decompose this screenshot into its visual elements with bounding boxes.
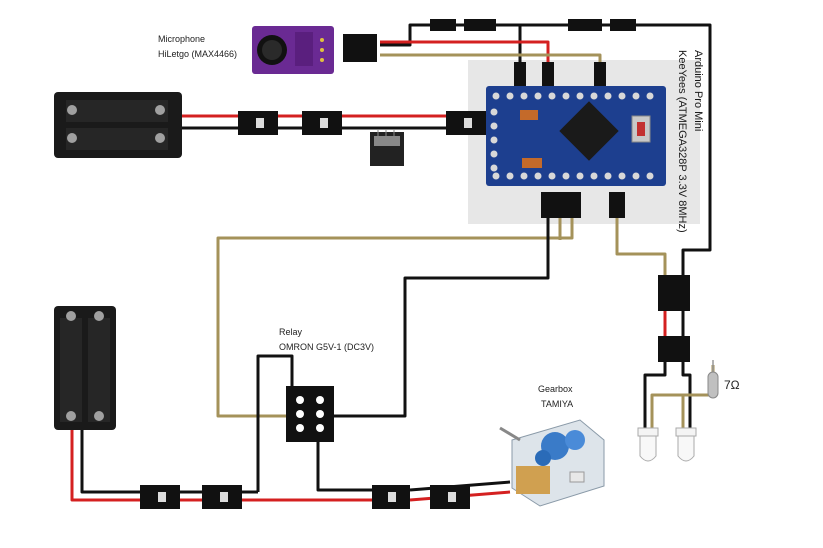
relay-title: Relay	[279, 327, 303, 337]
battery-holder-bottom	[54, 306, 116, 430]
battery-holder-top	[54, 92, 182, 158]
header-pin	[520, 172, 528, 180]
header-pin	[590, 172, 598, 180]
header-pin	[506, 172, 514, 180]
connector-led-1	[658, 275, 690, 311]
header-pin	[492, 172, 500, 180]
gearbox-title: Gearbox	[538, 384, 573, 394]
header-pin	[618, 92, 626, 100]
wire-top-black	[380, 23, 522, 62]
wire-led-black-left	[643, 360, 667, 428]
board-title: Arduino Pro Mini	[692, 50, 704, 132]
connector-top-3	[568, 19, 602, 31]
header-pin	[632, 172, 640, 180]
microcontroller-chip	[559, 101, 619, 161]
wire-led-black-right	[681, 360, 692, 428]
connector-board-top-3	[594, 62, 606, 88]
wire-relay-to-motor-black	[316, 440, 372, 492]
microphone-title: Microphone	[158, 34, 206, 44]
connector-top-1	[430, 19, 456, 31]
connector-highlights	[158, 118, 472, 502]
gearbox	[499, 419, 605, 507]
relay-model: OMRON G5V-1 (DC3V)	[279, 342, 375, 352]
resistor-value: 7Ω	[724, 378, 740, 392]
led-right	[675, 427, 697, 462]
side-pin	[490, 164, 498, 172]
header-pin	[604, 172, 612, 180]
connectors	[140, 19, 690, 509]
arduino-board	[486, 86, 666, 186]
header-pin	[534, 92, 542, 100]
header-pin	[646, 172, 654, 180]
side-pin	[490, 150, 498, 158]
arduino-pins	[490, 92, 654, 180]
header-pin	[520, 92, 528, 100]
wire-led-olive-right	[662, 393, 685, 428]
header-pin	[632, 92, 640, 100]
header-pin	[548, 92, 556, 100]
wire-relay-to-battery	[256, 354, 294, 492]
wire-led-olive-left	[650, 393, 662, 428]
header-pin	[534, 172, 542, 180]
connector-mic	[343, 34, 377, 62]
header-pin	[548, 172, 556, 180]
led-left	[637, 427, 659, 462]
wires	[70, 23, 715, 502]
connector-board-bottom-2	[609, 192, 625, 218]
microphone-model: HiLetgo (MAX4466)	[158, 49, 238, 59]
wire-battery-bottom-red	[70, 425, 140, 502]
connector-board-top-2	[542, 62, 554, 88]
header-pin	[506, 92, 514, 100]
usb-connector	[370, 130, 404, 166]
side-pin	[490, 122, 498, 130]
header-pin	[492, 92, 500, 100]
side-pin	[490, 108, 498, 116]
wire-relay-control-olive	[216, 218, 574, 418]
connector-top-4	[610, 19, 636, 31]
header-pin	[562, 172, 570, 180]
microphone-module	[252, 26, 334, 74]
wire-led-olive	[615, 218, 667, 275]
board-model: KeeYees (ATMEGA328P 3.3V 8MHz)	[676, 50, 688, 233]
gearbox-model: TAMIYA	[541, 399, 574, 409]
header-pin	[590, 92, 598, 100]
resistor	[707, 360, 719, 399]
connector-board-bottom	[541, 192, 581, 218]
header-pin	[576, 92, 584, 100]
header-pin	[576, 172, 584, 180]
wire-relay-ground-black	[328, 218, 550, 418]
connector-board-top-1	[514, 62, 526, 88]
side-pin	[490, 136, 498, 144]
wire-top-right-black	[520, 23, 712, 275]
wire-battery-bottom-black	[80, 425, 140, 494]
header-pin	[618, 172, 626, 180]
connector-led-2	[658, 336, 690, 362]
connector-top-2	[464, 19, 496, 31]
header-pin	[646, 92, 654, 100]
header-pin	[604, 92, 612, 100]
header-pin	[562, 92, 570, 100]
relay	[286, 386, 334, 442]
wire-mic-olive	[380, 53, 602, 62]
